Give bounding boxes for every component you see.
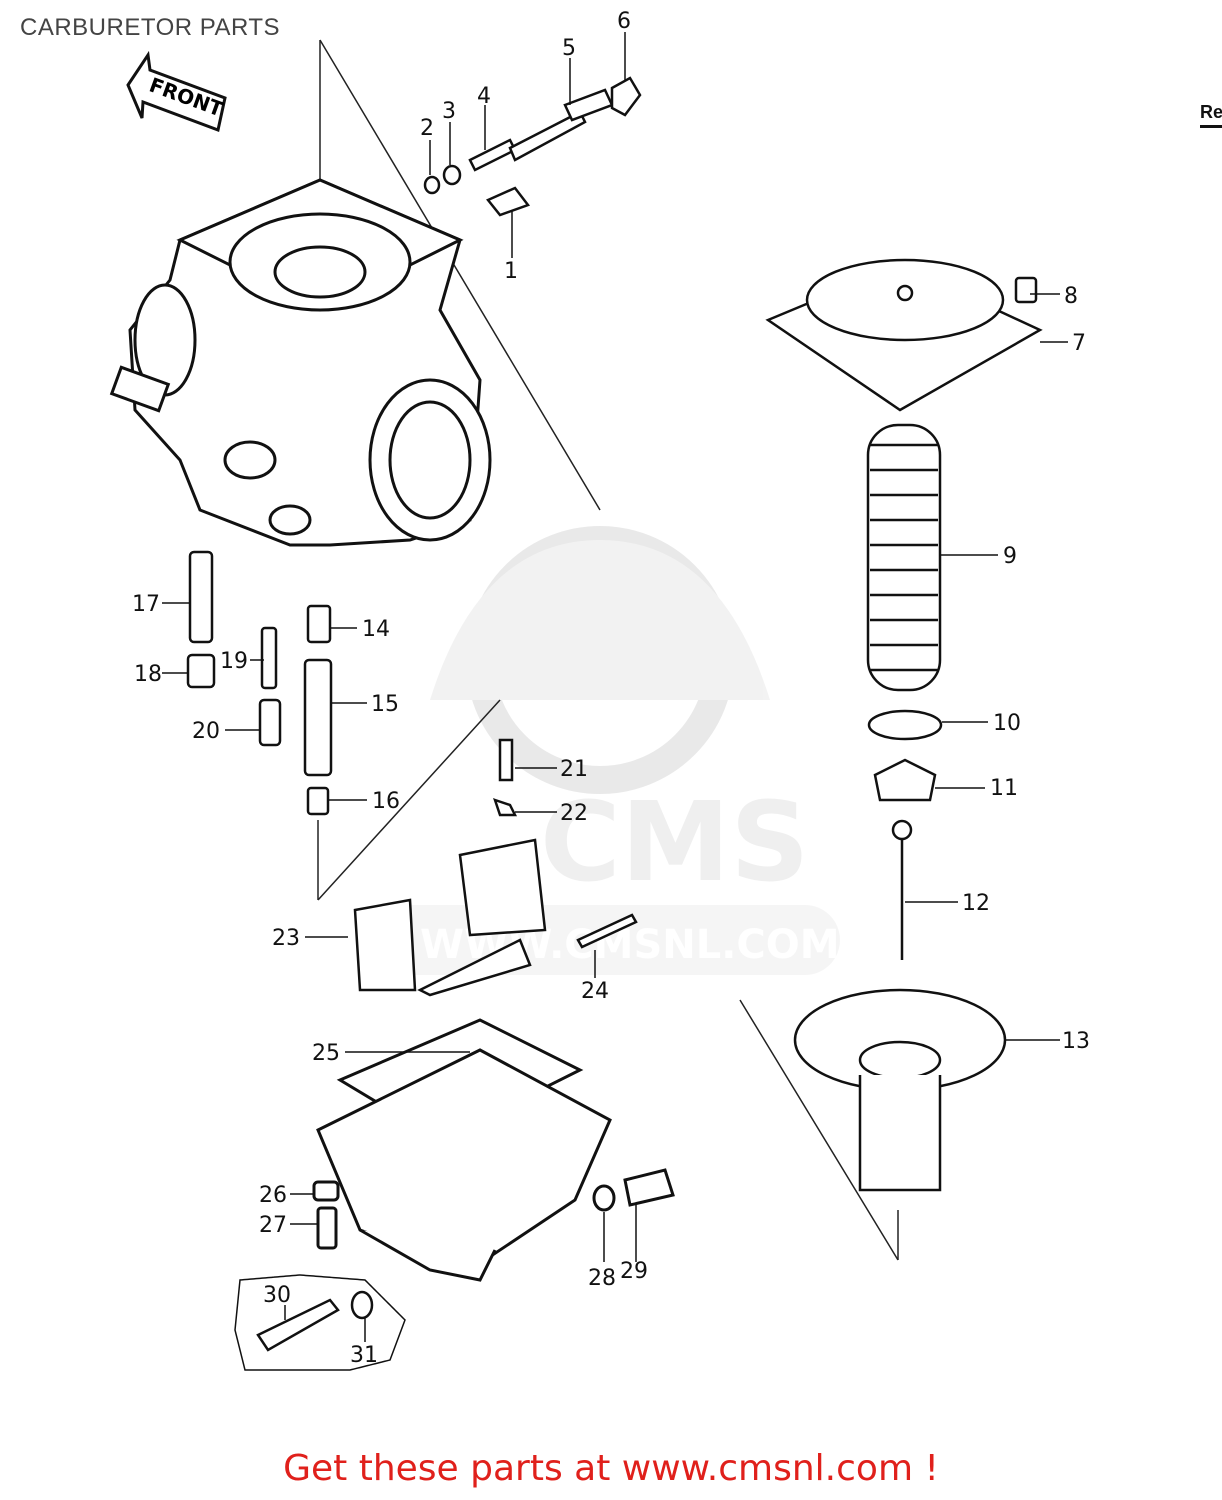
right-parts [765, 258, 1043, 1192]
callout-26: 26 [259, 1183, 287, 1208]
clipped-reference-tag: Re [1200, 102, 1222, 128]
callout-5: 5 [562, 36, 576, 61]
top-parts [423, 76, 642, 217]
watermark-brand: CMS [540, 778, 809, 906]
callout-27: 27 [259, 1213, 287, 1238]
callout-15: 15 [371, 692, 399, 717]
pilot-screw-inset [234, 1274, 406, 1371]
callout-30: 30 [263, 1283, 291, 1308]
callout-4: 4 [477, 84, 491, 109]
callout-20: 20 [192, 719, 220, 744]
callout-10: 10 [993, 711, 1021, 736]
jets [186, 550, 333, 816]
callout-12: 12 [962, 891, 990, 916]
float-bowl [312, 1018, 675, 1282]
callout-21: 21 [560, 757, 588, 782]
callout-19: 19 [220, 649, 248, 674]
callout-8: 8 [1064, 284, 1078, 309]
front-arrow: FRONT [126, 50, 227, 133]
footer-cta-link[interactable]: Get these parts at www.cmsnl.com ! [283, 1448, 939, 1489]
callout-2: 2 [420, 116, 434, 141]
callout-6: 6 [617, 9, 631, 34]
callout-22: 22 [560, 801, 588, 826]
callout-25: 25 [312, 1041, 340, 1066]
callout-16: 16 [372, 789, 400, 814]
callout-3: 3 [442, 99, 456, 124]
callout-9: 9 [1003, 544, 1017, 569]
callout-11: 11 [990, 776, 1018, 801]
callout-1: 1 [504, 259, 518, 284]
carburetor-body [109, 178, 492, 547]
callout-31: 31 [350, 1343, 378, 1368]
page-title: CARBURETOR PARTS [20, 14, 281, 41]
callout-24: 24 [581, 979, 609, 1004]
float-assembly [353, 738, 638, 997]
callout-28: 28 [588, 1266, 616, 1291]
callout-14: 14 [362, 617, 390, 642]
cmsnl-watermark: CMS WWW.CMSNL.COM [360, 526, 840, 975]
callout-labels: 1 2 3 4 5 6 7 8 9 10 11 12 13 14 15 16 1… [132, 9, 1090, 1368]
callout-29: 29 [620, 1259, 648, 1284]
leader-lines [162, 32, 1068, 1342]
callout-13: 13 [1062, 1029, 1090, 1054]
callout-17: 17 [132, 592, 160, 617]
callout-23: 23 [272, 926, 300, 951]
callout-18: 18 [134, 662, 162, 687]
spring-coil [866, 423, 942, 692]
callout-7: 7 [1072, 331, 1086, 356]
